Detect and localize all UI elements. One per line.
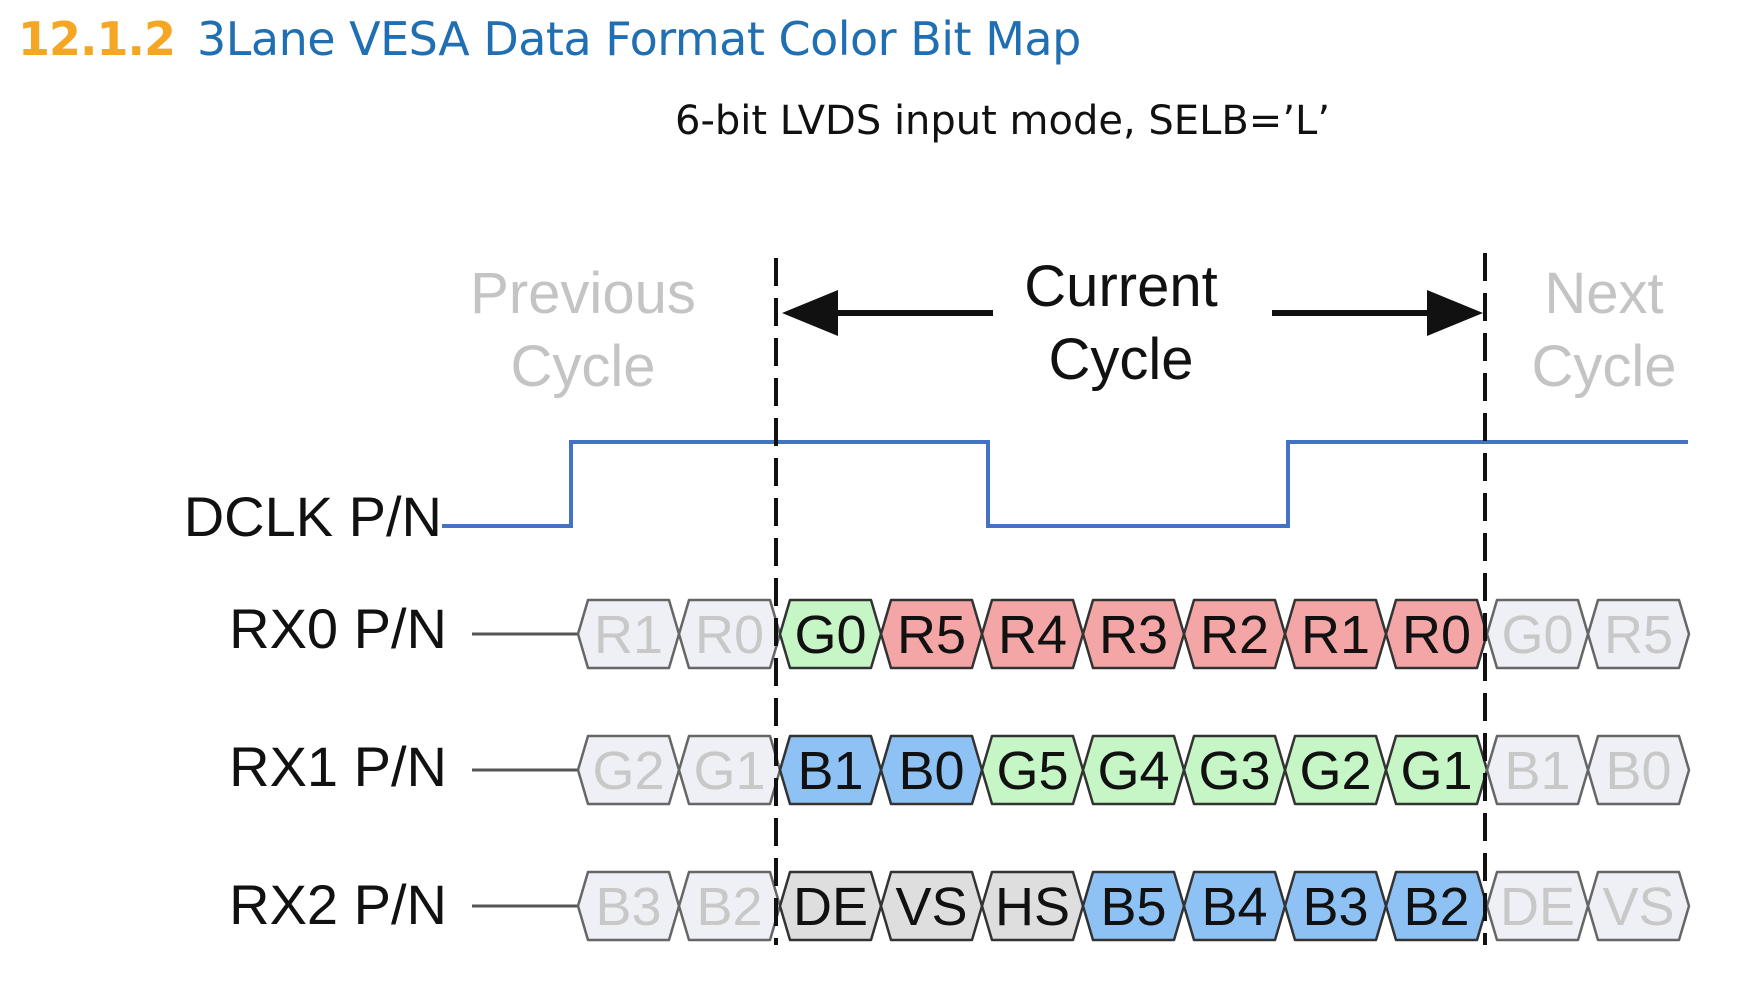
rx2-current-bit-4: B4: [1201, 877, 1267, 937]
next-cycle-label-line2: Cycle: [1531, 334, 1676, 399]
rx2-current-bit-0: DE: [793, 877, 868, 937]
rx2-next-cell-1: [1586, 870, 1691, 942]
rx1-current-bit-5: G2: [1299, 741, 1371, 801]
section-header: 12.1.2 3Lane VESA Data Format Color Bit M…: [18, 12, 1081, 82]
rx0-signal-label: RX0 P/N: [229, 597, 447, 660]
rx2-current-bit-5: B3: [1302, 877, 1368, 937]
current-cycle-span-arrows: [782, 290, 1483, 336]
rx1-next-cell-1: [1586, 734, 1691, 806]
rx1-current-bit-4: G3: [1198, 741, 1270, 801]
section-title: 3Lane VESA Data Format Color Bit Map: [196, 12, 1081, 66]
rx1-previous-bit-0: G2: [592, 741, 664, 801]
dclk-waveform: [442, 440, 1688, 528]
rx2-signal-label: RX2 P/N: [229, 873, 447, 936]
rx0-current-bit-3: R3: [1099, 605, 1168, 665]
rx0-current-bit-6: R0: [1402, 605, 1471, 665]
rx0-current-bit-0: G0: [794, 605, 866, 665]
rx2-current-bit-1: VS: [895, 877, 967, 937]
rx2-current-bit-2: HS: [995, 877, 1070, 937]
rx0-current-bit-2: R4: [998, 605, 1067, 665]
diagram-subtitle: 6-bit LVDS input mode, SELB=’L’: [675, 98, 1331, 144]
rx1-current-bit-0: B1: [797, 741, 863, 801]
left-arrowhead: [782, 290, 838, 336]
rx2-previous-bit-0: B3: [595, 877, 661, 937]
rx1-current-bit-2: G5: [996, 741, 1068, 801]
rx1-current-bit-3: G4: [1097, 741, 1169, 801]
rx2-next-bit-1: VS: [1602, 877, 1674, 937]
rx1-next-bit-1: B0: [1605, 741, 1671, 801]
rx2-current-bit-6: B2: [1403, 877, 1469, 937]
next-cycle-label-line1: Next: [1544, 261, 1663, 326]
current-cycle-label-line2: Cycle: [1048, 327, 1193, 392]
rx1-current-bit-1: B0: [898, 741, 964, 801]
rx2-current-bit-3: B5: [1100, 877, 1166, 937]
rx0-next-bit-0: G0: [1501, 605, 1573, 665]
rx1-signal-label: RX1 P/N: [229, 735, 447, 798]
previous-cycle-label-line1: Previous: [470, 261, 696, 326]
rx0-current-bit-1: R5: [897, 605, 966, 665]
rx1-next-bit-0: B1: [1504, 741, 1570, 801]
rx1-current-bit-6: G1: [1400, 741, 1472, 801]
rx0-current-bit-4: R2: [1200, 605, 1269, 665]
current-cycle-label-line1: Current: [1024, 254, 1217, 319]
rx0-previous-bit-1: R0: [695, 605, 764, 665]
section-number: 12.1.2: [18, 12, 176, 66]
rx2-next-bit-0: DE: [1500, 877, 1575, 937]
rx2-previous-bit-1: B2: [696, 877, 762, 937]
rx0-next-bit-1: R5: [1604, 605, 1673, 665]
rx1-previous-bit-1: G1: [693, 741, 765, 801]
right-arrowhead: [1427, 290, 1483, 336]
rx0-next-cell-1: [1586, 598, 1691, 670]
previous-cycle-label-line2: Cycle: [510, 334, 655, 399]
rx0-current-bit-5: R1: [1301, 605, 1370, 665]
dclk-signal-label: DCLK P/N: [184, 485, 442, 548]
rx0-previous-bit-0: R1: [594, 605, 663, 665]
